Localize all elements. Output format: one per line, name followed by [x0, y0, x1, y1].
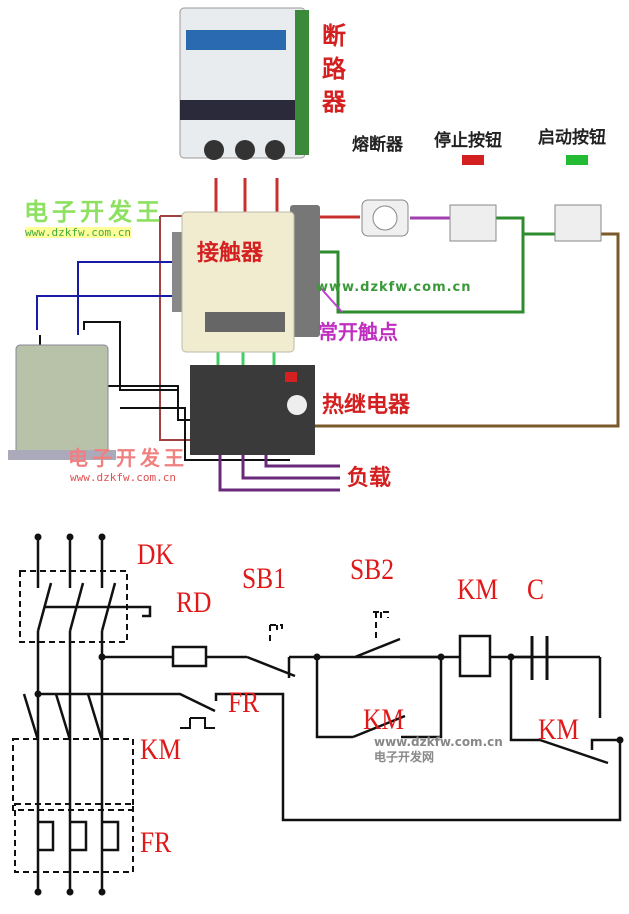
control-green-wire	[300, 216, 555, 314]
coil-wire-2	[77, 261, 180, 334]
fr-contact-label: FR	[228, 686, 260, 719]
junction-dots	[34, 533, 624, 896]
sb2-label: SB2	[350, 553, 394, 586]
fuse-label: 熔断器	[352, 135, 403, 155]
dk-label: DK	[137, 538, 174, 571]
dashed-boxes	[12, 570, 389, 873]
km-aux-label: KM	[538, 713, 580, 746]
start-button[interactable]	[554, 155, 602, 242]
stop-button[interactable]	[449, 155, 497, 242]
watermark-logo: 电子开发王	[24, 198, 164, 226]
fuse-symbol	[171, 645, 208, 668]
breaker-label: 断路器	[322, 22, 346, 116]
no-contact-label: 常开触点	[318, 320, 398, 344]
thermal-relay-label: 热继电器	[322, 393, 411, 418]
schematic-watermark-url: www.dzkfw.com.cn	[374, 735, 503, 749]
sb1-label: SB1	[242, 562, 286, 595]
fr-main-label: FR	[140, 826, 172, 859]
km-main-label: KM	[140, 733, 182, 766]
schematic-watermark-site: 电子开发网	[374, 750, 435, 764]
km-coil-symbol	[458, 634, 492, 678]
pointer-line	[317, 284, 343, 313]
schematic-lines	[22, 537, 622, 880]
thermal-relay	[190, 365, 315, 455]
c-label: C	[527, 573, 545, 606]
watermark-url-mid: www.dzkfw.com.cn	[316, 280, 472, 295]
capacitor	[8, 344, 116, 460]
watermark-logo-bottom: 电子开发王	[68, 446, 188, 470]
fuse	[361, 199, 409, 237]
contactor-label: 接触器	[197, 241, 264, 266]
stop-button-label: 停止按钮	[434, 131, 502, 151]
rd-label: RD	[176, 586, 212, 619]
circuit-breaker	[179, 7, 309, 160]
km-coil-label: KM	[457, 573, 499, 606]
load-label: 负载	[347, 466, 392, 491]
start-button-label: 启动按钮	[538, 128, 606, 148]
cap-wire-2	[120, 407, 290, 461]
watermark-url: www.dzkfw.com.cn	[25, 226, 131, 239]
km-hold-label: KM	[363, 703, 405, 736]
contactor	[172, 205, 320, 353]
coil-wire-1	[36, 295, 178, 330]
watermark-url-bottom: www.dzkfw.com.cn	[70, 471, 176, 484]
